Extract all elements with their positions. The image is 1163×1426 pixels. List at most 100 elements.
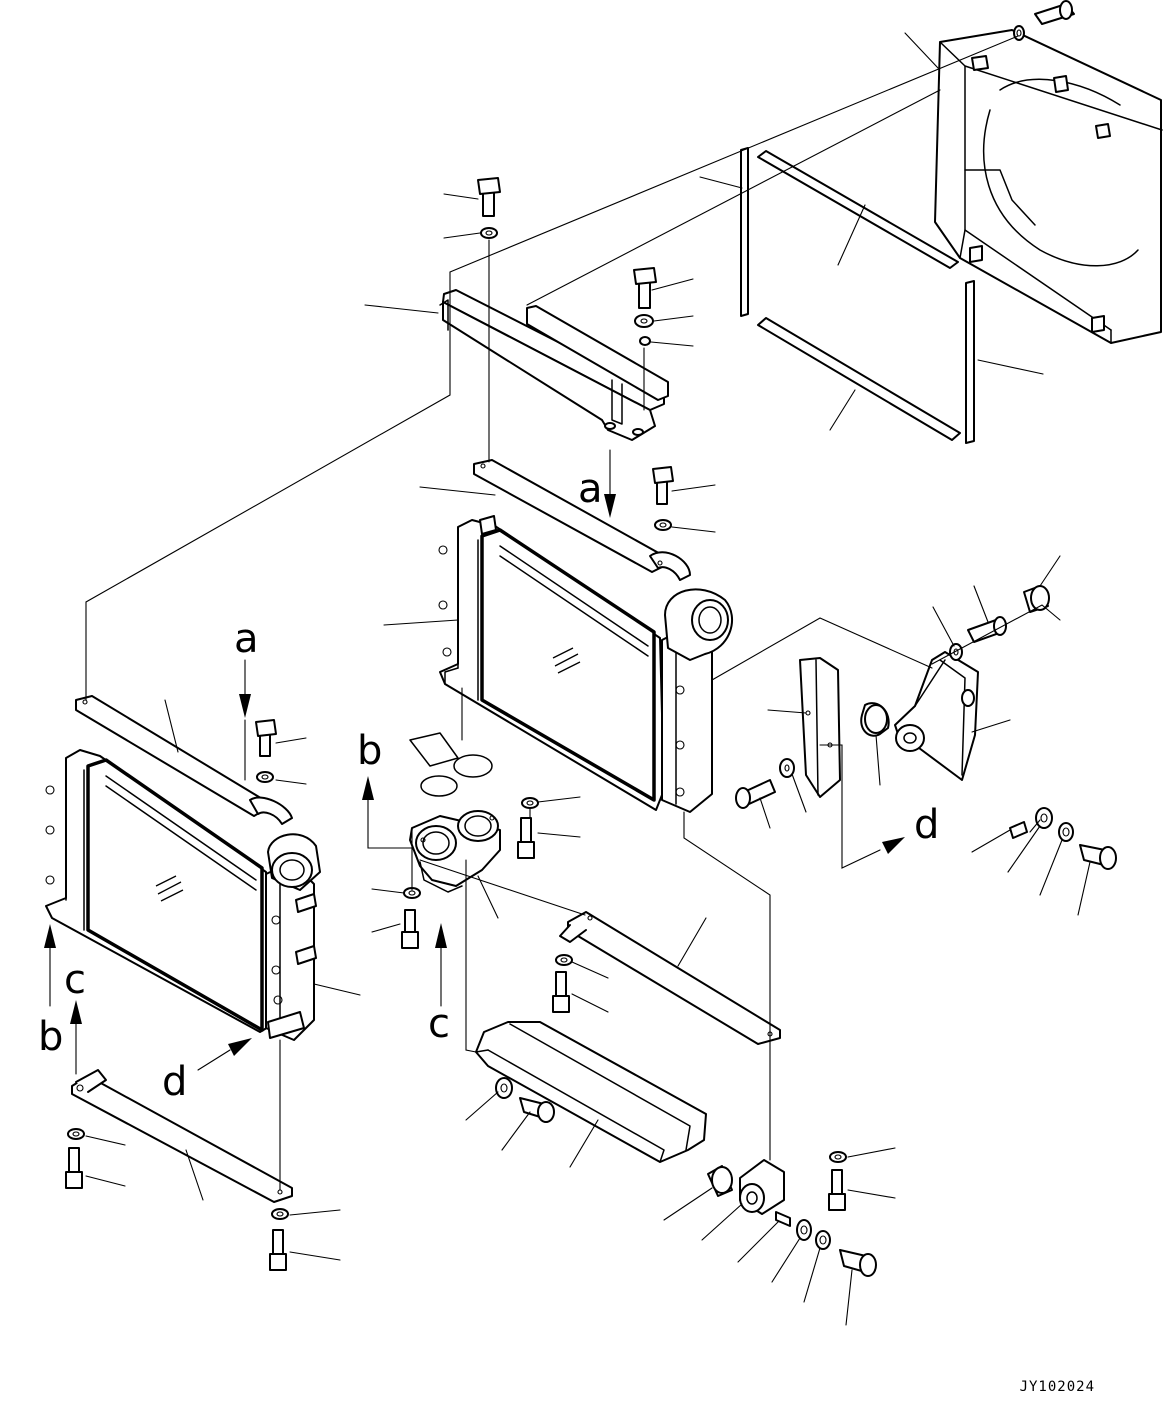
leader-seal-3 (977, 359, 1044, 375)
seal-strips (740, 147, 975, 444)
left-lower-stay-bolt (65, 1128, 85, 1189)
leader-lower-washer-1 (1007, 825, 1041, 873)
leader-bushing (875, 734, 881, 786)
left-radiator-bottom-bolt (269, 1208, 289, 1271)
marker-a-left: a (234, 616, 259, 662)
leader-housing (477, 875, 499, 919)
leader-left-bottom-bolt (289, 1251, 341, 1261)
left-top-stay (75, 695, 293, 825)
marker-b-left: b (38, 1014, 63, 1060)
leader-cover-washer (465, 1091, 499, 1121)
leader-left-lower-bolt (85, 1175, 126, 1187)
leader-seal-4 (829, 389, 856, 431)
center-stay-bolt (552, 954, 573, 1013)
mount-bolt (949, 616, 1007, 661)
leader-side-washer (791, 773, 807, 813)
water-housing (409, 810, 501, 893)
leader-housing-washer (537, 796, 581, 803)
lower-mount (707, 1151, 877, 1277)
leader-housing-washer-2 (371, 888, 405, 894)
marker-b-center: b (357, 728, 382, 774)
marker-d-right: d (914, 802, 939, 848)
left-stay-bolt (255, 719, 277, 783)
upper-bracket (439, 289, 669, 441)
leader-lower-washer-a (771, 1237, 801, 1283)
arrow-d-right (882, 837, 905, 854)
leader-side-bracket (767, 709, 807, 714)
lower-mount-hardware (1009, 807, 1117, 870)
leader-mount-bolt-b (847, 1189, 896, 1199)
leader-lower-mount (701, 1203, 743, 1241)
arrow-b-center (362, 776, 374, 800)
marker-c-center: c (428, 1001, 450, 1047)
leader-seal-1 (699, 176, 743, 189)
side-bolt-and-washer (735, 758, 795, 809)
leader-mount-washer (932, 606, 955, 647)
radiator-left (45, 749, 321, 1041)
leader-lower-cushion (663, 1187, 713, 1221)
top-stay (473, 459, 691, 581)
bracket-bolt-right (633, 267, 657, 346)
leader-mount-washer-b (847, 1147, 896, 1158)
leader-washer-c (650, 341, 694, 347)
leader-mount-bolt (973, 585, 989, 623)
arrow-a-center (604, 494, 616, 518)
fan-shroud (934, 29, 1163, 344)
bracket-bolt-left (477, 177, 501, 239)
mount-bracket (894, 651, 979, 781)
arrow-c-center (435, 923, 447, 948)
leader-mount-bracket (971, 719, 1011, 733)
leader-center-stay-bolt (571, 993, 609, 1013)
leader-lower-bolt (1077, 861, 1091, 916)
leader-left-bottom-washer (289, 1209, 341, 1216)
gaskets (409, 732, 493, 797)
shroud-bolt (1013, 0, 1075, 41)
leader-side-bolt (759, 797, 771, 829)
leader-center-stay-washer (571, 961, 609, 979)
leader-seal-2 (837, 204, 866, 266)
arrow-a-left (239, 694, 251, 718)
leader-radiator-left (313, 983, 361, 996)
under-cover (475, 1021, 707, 1163)
leader-top-stay (419, 486, 496, 496)
arrow-c-left (70, 1000, 82, 1024)
leader-washer-a (443, 232, 481, 239)
cover-bolt-washer (495, 1077, 555, 1123)
leader-cover-bolt (501, 1111, 531, 1151)
leader-bolt-a (443, 193, 479, 200)
leader-center-stay (677, 917, 707, 967)
ref-line-d-right (819, 744, 881, 869)
side-bracket (799, 657, 890, 798)
leader-cushion (1039, 555, 1061, 587)
assembly-lines (85, 35, 1061, 1191)
ref-line-b-center (367, 799, 413, 849)
left-lower-stay (71, 1069, 293, 1203)
leader-under-cover (569, 1119, 599, 1168)
center-lower-stay (559, 911, 781, 1045)
leader-shroud (904, 32, 939, 69)
leader-upper-bracket (364, 304, 439, 314)
drawing-code: JY102024 (1019, 1379, 1095, 1395)
radiator-right (438, 515, 734, 813)
leader-washer-b (653, 315, 694, 322)
leader-lower-washer-2 (1039, 839, 1063, 896)
marker-d-left: d (162, 1059, 187, 1105)
ref-line-d-left (197, 1049, 231, 1071)
leader-lower-pin (737, 1221, 779, 1263)
leader-lower-bolt-b (845, 1269, 853, 1326)
leader-left-stay-bolt (275, 737, 307, 744)
leader-stay-bolt (671, 484, 716, 492)
leader-pin (971, 829, 1011, 853)
leader-left-top-stay (164, 699, 179, 753)
leader-left-stay-washer (275, 779, 307, 785)
arrow-b-left (44, 924, 56, 948)
arrow-d-left (228, 1038, 252, 1056)
leader-housing-bolt-2 (371, 923, 401, 933)
stay-bolt (652, 466, 674, 531)
leader-lower-washer-b (803, 1247, 821, 1303)
housing-bolts (401, 797, 539, 949)
leader-left-lower-washer (85, 1135, 126, 1146)
leader-stay-washer (671, 526, 716, 533)
leader-housing-bolt (537, 832, 581, 838)
